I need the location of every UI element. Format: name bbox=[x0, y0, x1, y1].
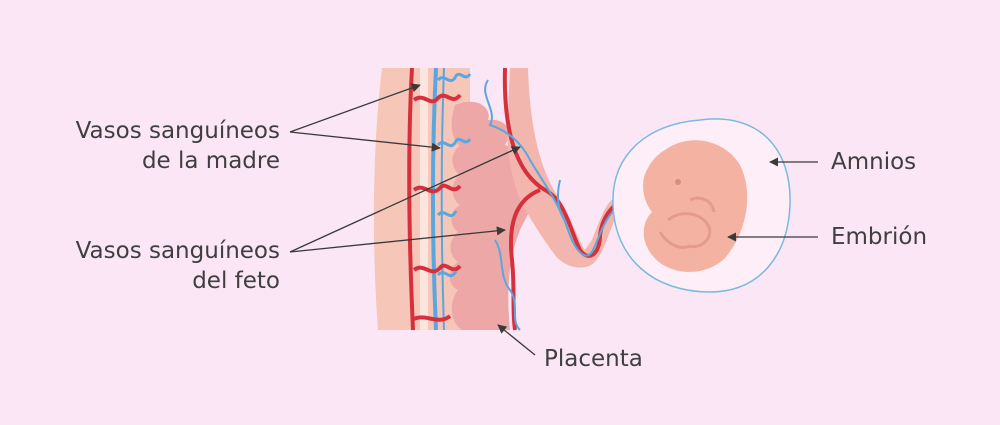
label-fetal-vessels-line2: del feto bbox=[192, 268, 280, 294]
arrow-placenta bbox=[497, 324, 536, 356]
label-placenta: Placenta bbox=[544, 346, 643, 372]
arrow-maternal-2 bbox=[289, 131, 441, 152]
label-maternal-vessels: Vasos sanguíneos de la madre bbox=[76, 116, 280, 176]
embryo-eye bbox=[675, 179, 681, 185]
uterine-wall-stripe bbox=[420, 68, 428, 330]
label-fetal-vessels: Vasos sanguíneos del feto bbox=[76, 236, 280, 296]
fetal-vein bbox=[484, 79, 666, 257]
arrow-fetal-1 bbox=[289, 146, 521, 253]
label-amnion: Amnios bbox=[831, 149, 917, 175]
arrow-maternal-1 bbox=[289, 83, 421, 133]
maternal-vessel-outer bbox=[407, 67, 415, 331]
label-maternal-vessels-line2: de la madre bbox=[141, 148, 280, 174]
fetal-vessel-branch bbox=[508, 188, 541, 331]
label-maternal-vessels-line1: Vasos sanguíneos bbox=[75, 118, 280, 144]
fetal-artery bbox=[502, 67, 661, 258]
label-embryo: Embrión bbox=[831, 224, 928, 250]
maternal-vessel-inner bbox=[440, 67, 445, 331]
embryo bbox=[643, 140, 748, 272]
label-fetal-vessels-line1: Vasos sanguíneos bbox=[75, 238, 280, 264]
umbilical-stalk bbox=[507, 68, 620, 268]
arrow-fetal-2 bbox=[289, 226, 506, 253]
